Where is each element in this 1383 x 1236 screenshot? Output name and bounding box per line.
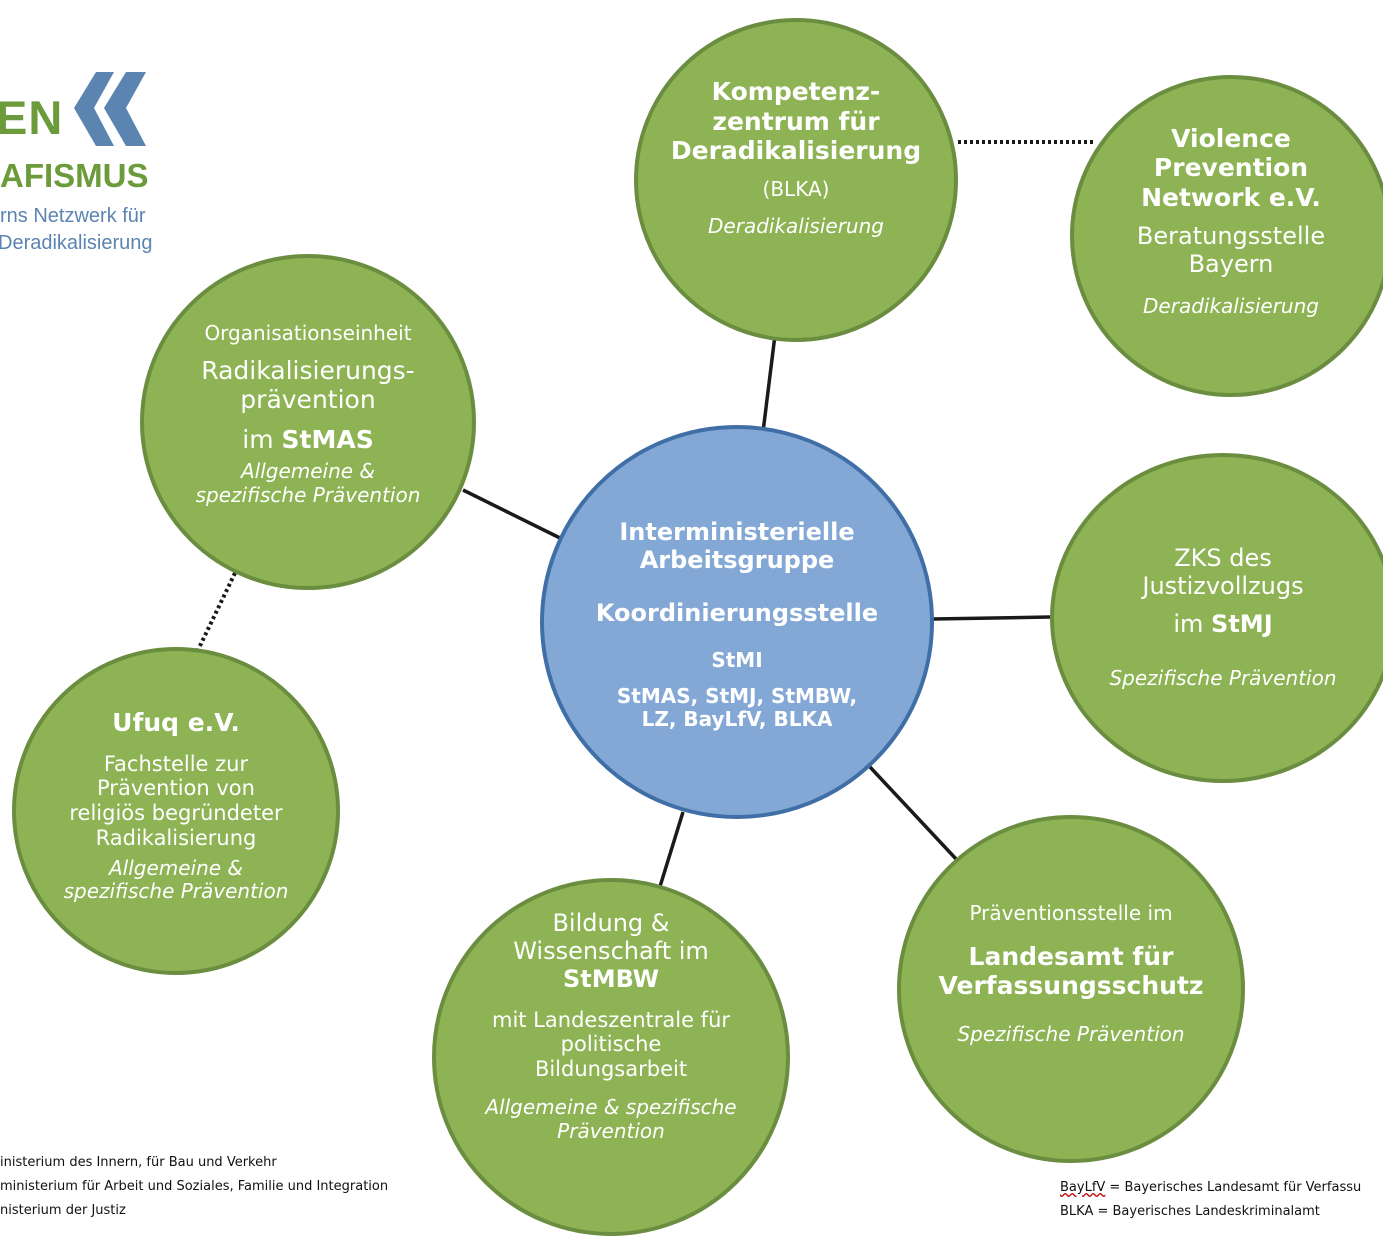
connector-center-kompetenz xyxy=(761,334,777,433)
node-bildung-line-6: Bildungsarbeit xyxy=(534,1057,688,1082)
node-center-line-5: StMAS, StMJ, StMBW, xyxy=(616,683,858,708)
node-praeventionsstelle-lfv: Präventionsstelle im Landesamt für Verfa… xyxy=(897,815,1245,1163)
node-bildung-line-1: Bildung & xyxy=(552,908,670,937)
node-ufuq: Ufuq e.V. Fachstelle zur Prävention von … xyxy=(12,647,340,975)
node-ufuq-focus-2: spezifische Prävention xyxy=(63,879,289,904)
node-kompetenz-org: (BLKA) xyxy=(762,176,830,201)
logo-line-4: Deradikalisierung xyxy=(0,232,153,254)
node-bildung-line-4: mit Landeszentrale für xyxy=(491,1007,731,1032)
node-radikal-focus-1: Allgemeine & xyxy=(240,459,376,484)
node-ufuq-title: Ufuq e.V. xyxy=(112,708,240,738)
logo-line-1: EN xyxy=(0,91,64,144)
logo-line-2: AFISMUS xyxy=(0,157,149,194)
node-bildung-line-5: politische xyxy=(560,1032,662,1057)
node-violence-sub-2: Bayern xyxy=(1188,250,1274,279)
legend-left-item-2: ministerium für Arbeit und Soziales, Fam… xyxy=(0,1179,389,1194)
node-lfv-line-2: Landesamt für xyxy=(968,941,1174,971)
node-radikal-line-4: im StMAS xyxy=(242,424,374,454)
node-ufuq-focus-1: Allgemeine & xyxy=(108,855,244,880)
node-violence-title-1: Violence xyxy=(1171,123,1291,153)
node-zks-line-1: ZKS des xyxy=(1174,543,1272,572)
node-kompetenz-focus: Deradikalisierung xyxy=(708,214,884,239)
legend-left-item-1: inisterium des Innern, für Bau und Verke… xyxy=(0,1155,277,1170)
node-ufuq-line-3: Prävention von xyxy=(97,776,255,801)
node-violence-title-2: Prevention xyxy=(1153,153,1309,183)
node-radikal-line-2: Radikalisierungs- xyxy=(201,355,415,385)
node-interministerielle-arbeitsgruppe: Interministerielle Arbeitsgruppe Koordin… xyxy=(540,425,934,819)
node-center-line-6: LZ, BayLfV, BLKA xyxy=(641,707,833,732)
node-violence-sub-1: Beratungsstelle xyxy=(1136,222,1326,251)
connector-center-radikal xyxy=(462,488,561,540)
connector-center-zks xyxy=(932,615,1051,621)
connector-center-lfv xyxy=(868,765,959,862)
node-zks-focus: Spezifische Prävention xyxy=(1109,665,1337,690)
node-violence-focus: Deradikalisierung xyxy=(1143,293,1319,318)
node-lfv-line-1: Präventionsstelle im xyxy=(969,900,1173,925)
node-center-line-1: Interministerielle xyxy=(619,518,855,547)
node-kompetenz-title-1: Kompetenz- xyxy=(711,77,881,107)
node-lfv-focus: Spezifische Prävention xyxy=(957,1021,1185,1046)
node-bildung-stmbw: Bildung & Wissenschaft im StMBW mit Land… xyxy=(432,878,790,1236)
legend-right: BayLfV = Bayerisches Landesamt für Verfa… xyxy=(1060,1180,1383,1228)
legend-right-item-2: BLKA = Bayerisches Landeskriminalamt xyxy=(1060,1204,1320,1219)
double-chevron-left-icon xyxy=(74,72,146,146)
node-kompetenzzentrum: Kompetenz- zentrum für Deradikalisierung… xyxy=(634,18,958,342)
node-bildung-line-3: StMBW xyxy=(562,965,660,994)
node-center-line-2: Arbeitsgruppe xyxy=(639,546,835,575)
node-ufuq-line-2: Fachstelle zur xyxy=(103,751,249,776)
legend-right-item-1: BayLfV = Bayerisches Landesamt für Verfa… xyxy=(1060,1180,1362,1195)
node-violence-prevention-network: Violence Prevention Network e.V. Beratun… xyxy=(1070,75,1383,397)
node-lfv-line-3: Verfassungsschutz xyxy=(938,971,1204,1000)
node-kompetenz-title-2: zentrum für xyxy=(712,106,880,136)
connector-radikal-ufuq-dotted xyxy=(196,572,237,651)
legend-left-item-3: nisterium der Justiz xyxy=(0,1203,126,1218)
connector-center-bildung xyxy=(656,811,685,894)
node-ufuq-line-5: Radikalisierung xyxy=(95,825,257,850)
node-violence-title-3: Network e.V. xyxy=(1141,182,1321,212)
legend-left: inisterium des Innern, für Bau und Verke… xyxy=(0,1155,388,1227)
node-zks-justizvollzug: ZKS des Justizvollzugs im StMJ Spezifisc… xyxy=(1050,453,1383,783)
logo-line-3: rns Netzwerk für xyxy=(0,205,146,227)
node-ufuq-line-4: religiös begründeter xyxy=(69,801,283,826)
node-zks-line-2: Justizvollzugs xyxy=(1142,572,1304,601)
node-radikal-line-1: Organisationseinheit xyxy=(204,321,412,346)
node-zks-line-3: im StMJ xyxy=(1173,610,1273,639)
node-radikal-line-3: prävention xyxy=(240,385,376,415)
node-center-line-3: Koordinierungsstelle xyxy=(595,598,879,627)
node-bildung-line-2: Wissenschaft im xyxy=(513,937,709,966)
node-radikal-focus-2: spezifische Prävention xyxy=(195,483,421,508)
node-kompetenz-title-3: Deradikalisierung xyxy=(670,136,922,166)
node-radikalisierungspraevention: Organisationseinheit Radikalisierungs- p… xyxy=(140,254,476,590)
node-bildung-focus-2: Prävention xyxy=(557,1118,665,1143)
node-center-line-4: StMI xyxy=(711,648,763,673)
node-bildung-focus-1: Allgemeine & spezifische xyxy=(485,1095,737,1120)
